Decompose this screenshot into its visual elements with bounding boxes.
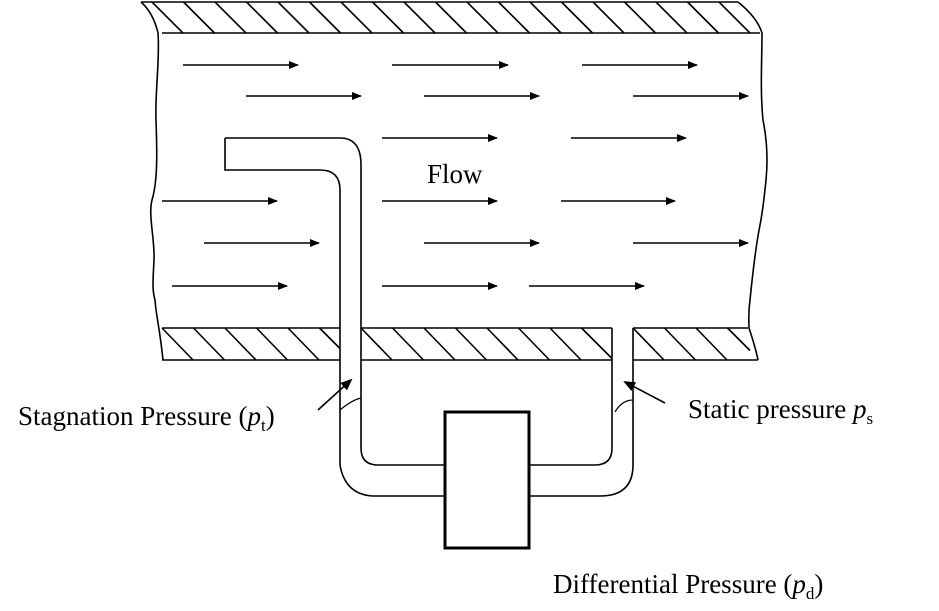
hatch-line [718,1,751,34]
hatch-line [454,327,488,361]
pipe-break-lines [140,1,768,361]
hatch-line [161,327,194,361]
hatch-line [497,1,531,34]
hatch-line [287,327,320,361]
hatch-line [655,1,688,34]
hatch-line [423,327,456,361]
hatch-line [560,1,594,34]
hatch-line [371,1,405,34]
hatch-line [318,327,341,350]
hatch-line [192,327,226,361]
stagnation-leader-arrow [317,378,353,411]
pipe-bottom-wall [161,327,758,361]
hatch-line [580,327,613,360]
hatch-line [182,1,216,34]
hatch-line [340,1,373,34]
hatch-line [245,1,279,34]
hatch-line [686,1,720,34]
hatch-line [623,1,657,34]
hatch-line [255,327,289,361]
hatch-line [224,327,257,361]
static-leader-arrow [623,381,666,404]
differential-pressure-label: Differential Pressure (pd) [553,569,823,603]
hatch-line [214,1,247,34]
hatch-line [466,1,499,34]
static-tap-tube [529,328,634,497]
hatch-line [434,1,468,34]
hatch-line [360,327,393,361]
hatch-line [695,327,728,361]
hatch-line [391,327,425,361]
pipe-top-wall [141,1,760,34]
hatch-line [632,327,665,361]
hatch-line [592,1,625,34]
hatch-line [277,1,310,34]
static-pressure-label: Static pressure ps [688,394,873,428]
differential-gauge [443,410,531,550]
pitot-tube-body [224,137,445,497]
flow-arrows [162,61,749,290]
hatch-line [486,327,519,361]
hatch-line [663,327,697,361]
hatch-line [403,1,436,34]
stagnation-pressure-label: Stagnation Pressure (pt) [18,401,275,435]
hatch-line [529,1,562,34]
hatch-line [308,1,342,34]
flow-label: Flow [427,159,483,189]
hatch-line [549,327,582,361]
hatch-line [151,1,184,34]
hatch-line [517,327,551,361]
hatch-line [726,327,751,352]
